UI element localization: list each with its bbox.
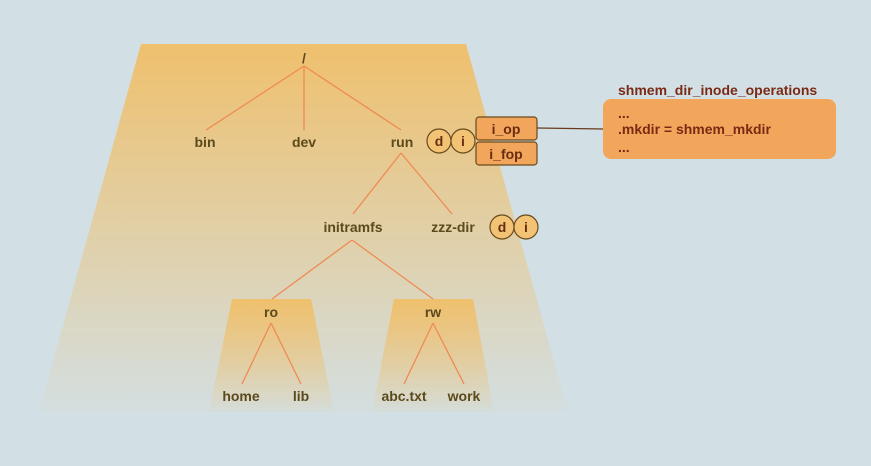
tree-nodes: / bin dev run initramfs zzz-dir ro rw ho… bbox=[195, 50, 481, 404]
zzzdir-inode-badge bbox=[513, 214, 539, 240]
zzzdir-inode-label: i bbox=[524, 219, 528, 235]
node-initramfs: initramfs bbox=[323, 219, 382, 235]
node-work: work bbox=[447, 388, 481, 404]
edge-root-run bbox=[303, 65, 402, 131]
edge-run-zzzdir bbox=[400, 152, 453, 215]
i-op-connector bbox=[536, 127, 605, 130]
i-op-label: i_op bbox=[492, 121, 521, 137]
run-inode-label: i bbox=[461, 133, 465, 149]
zzzdir-dentry-label: d bbox=[498, 219, 507, 235]
run-inode-badge bbox=[450, 128, 476, 154]
edge-initramfs-ro bbox=[271, 239, 353, 300]
edge-ro-lib bbox=[270, 322, 302, 385]
edge-rw-abctxt bbox=[403, 322, 434, 385]
operations-line-1: ... bbox=[618, 105, 630, 121]
edge-ro-home bbox=[241, 322, 272, 385]
node-lib: lib bbox=[293, 388, 309, 404]
node-dev: dev bbox=[292, 134, 316, 150]
node-root: / bbox=[302, 50, 306, 66]
run-badges: d i bbox=[426, 128, 476, 154]
node-zzz-dir: zzz-dir bbox=[431, 219, 475, 235]
node-home: home bbox=[222, 388, 260, 404]
inode-fields: i_op i_fop bbox=[475, 116, 538, 166]
i-fop-box bbox=[475, 141, 538, 166]
zzzdir-badges: d i bbox=[489, 214, 539, 240]
node-abc-txt: abc.txt bbox=[381, 388, 426, 404]
operations-box bbox=[603, 99, 836, 159]
run-dentry-label: d bbox=[435, 133, 444, 149]
node-ro: ro bbox=[264, 304, 278, 320]
edge-root-bin bbox=[205, 65, 305, 131]
operations-line-3: ... bbox=[618, 139, 630, 155]
operations-line-mkdir: .mkdir = shmem_mkdir bbox=[618, 121, 771, 137]
edge-rw-work bbox=[432, 322, 465, 385]
node-rw: rw bbox=[425, 304, 441, 320]
edge-run-initramfs bbox=[352, 152, 402, 215]
operations-panel: shmem_dir_inode_operations ... .mkdir = … bbox=[603, 82, 836, 159]
node-bin: bin bbox=[195, 134, 216, 150]
i-fop-label: i_fop bbox=[489, 146, 522, 162]
edge-initramfs-rw bbox=[351, 239, 434, 300]
node-run: run bbox=[391, 134, 414, 150]
tree-edges bbox=[205, 65, 465, 385]
ro-layer-region bbox=[209, 299, 334, 412]
operations-title: shmem_dir_inode_operations bbox=[618, 82, 817, 98]
